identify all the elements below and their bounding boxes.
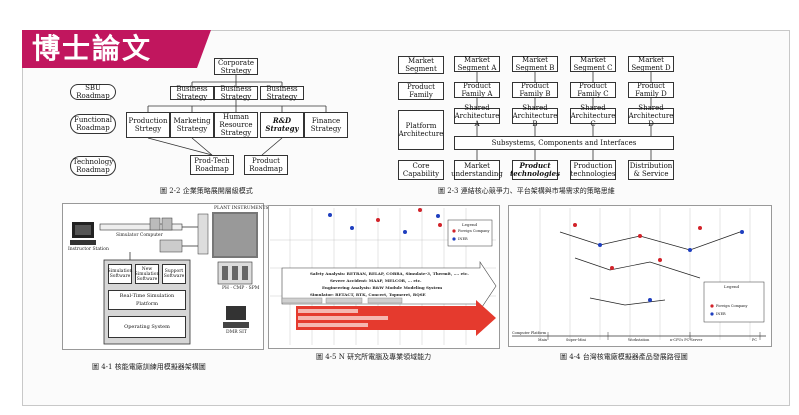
fig45-arrow-line-4: Simulator: RETACT, RTK, Concert, Topmere…: [310, 292, 426, 297]
fig44-panel: [508, 205, 772, 347]
fig41-operating-system: Operating System: [108, 316, 186, 338]
fig45-arrow-line-3: Engineering Analysis: B&W Module Modelin…: [322, 285, 443, 290]
fig41-caption: 圖 4-1 核能電廠訓練用模擬器架構圖: [92, 363, 206, 371]
fig23-core-capability-label: Core Capability: [398, 160, 444, 180]
fig44-axis-supermini: Super-Mini: [566, 338, 586, 342]
fig22-business-strategy-2: Business Strategy: [214, 85, 258, 101]
fig22-business-strategy-3: Business Strategy: [260, 85, 304, 101]
fig44-axis-server: n-CPUs PC Server: [670, 338, 703, 342]
fig44-computer-platform: Computer Platform: [512, 331, 547, 335]
fig23-family-a: Product Family A: [454, 82, 500, 98]
fig23-family-d: Product Family D: [628, 82, 674, 98]
fig22-functional-roadmap: Functional Roadmap: [70, 114, 116, 134]
fig41-simulator-computer: Simulator Computer: [116, 233, 163, 238]
fig23-capability-production: Production technologies: [570, 160, 616, 180]
fig22-caption: 圖 2-2 企業策略展開層級模式: [160, 187, 253, 195]
fig45-arrow-line-1: Safety Analysis: RETRAN, RELAP, COBRA, S…: [310, 271, 469, 276]
fig23-segment-c: Market Segment C: [570, 56, 616, 72]
fig44-axis-main: Main: [538, 338, 548, 342]
fig44-axis-pc: PC: [752, 338, 758, 342]
fig22-finance-strategy: Finance Strategy: [304, 112, 348, 138]
fig22-product-roadmap: Product Roadmap: [244, 155, 288, 175]
fig41-dmr-sit: DMR SIT: [226, 330, 247, 335]
fig44-axis-workstation: Workstation: [628, 338, 650, 342]
fig45-legend-foreign: Foreign Company: [458, 229, 490, 233]
fig22-business-strategy-1: Business Strategy: [170, 85, 214, 101]
fig45-arrow-line-2: Severe Accident: MAAP, MELCOR, ... etc.: [330, 278, 422, 283]
fig23-shared-b: Shared Architecture B: [512, 104, 558, 128]
fig41-realtime-platform: Real-Time Simulation Platform: [108, 290, 186, 310]
fig44-caption: 圖 4-4 台灣核電廠模擬器產品發展路徑圖: [560, 353, 688, 361]
fig22-prodtech-roadmap: Prod-Tech Roadmap: [190, 155, 234, 175]
fig41-simulation-software: Simulation Software: [108, 264, 132, 284]
fig23-capability-market: Market understanding: [451, 160, 503, 180]
fig23-segment-d: Market Segment D: [628, 56, 674, 72]
fig23-subsystems: Subsystems, Components and Interfaces: [454, 136, 674, 150]
fig22-production-strategy: Production Strtegy: [126, 112, 170, 138]
fig44-legend-foreign: Foreign Company: [716, 304, 748, 308]
fig23-caption: 圖 2-3 連結核心競爭力、平台架構與市場需求的策略思維: [438, 187, 615, 195]
fig41-support-software: Support Software: [162, 264, 186, 284]
doctoral-thesis-badge: 博士論文: [22, 30, 211, 68]
fig23-segment-a: Market Segment A: [454, 56, 500, 72]
fig41-instructor-station: Instructor Station: [68, 247, 109, 252]
fig22-hr-strategy: Human Resource Strategy: [214, 112, 258, 138]
fig45-legend-title: Legend: [462, 222, 478, 227]
fig41-new-simulation-software: New Simulation Software: [135, 264, 159, 284]
fig22-sbu-roadmap: SBU Roadmap: [70, 84, 116, 100]
fig23-shared-d: Shared Architecture D: [628, 104, 674, 128]
fig22-technology-roadmap: Technology Roadmap: [70, 156, 116, 176]
fig22-marketing-strategy: Marketing Strategy: [170, 112, 214, 138]
fig23-family-c: Product Family C: [570, 82, 616, 98]
fig23-capability-product: Product technologies: [509, 160, 561, 180]
fig22-corporate-strategy: Corporate Strategy: [214, 58, 258, 75]
fig41-plant-instruments: PLANT INSTRUMENTS: [214, 206, 269, 211]
fig23-segment-b: Market Segment B: [512, 56, 558, 72]
fig23-capability-distribution: Distribution & Service: [628, 160, 674, 180]
fig23-family-b: Product Family B: [512, 82, 558, 98]
fig44-legend-title: Legend: [724, 284, 740, 289]
fig44-legend-iner: INER: [716, 312, 726, 316]
fig45-caption: 圖 4-5 N 研究所電腦及專業領域能力: [316, 353, 432, 361]
fig22-rd-strategy: R&D Strategy: [260, 112, 304, 138]
fig23-market-segment-label: Market Segment: [398, 56, 444, 74]
fig23-platform-architecture-label: Platform Architecture: [398, 110, 444, 150]
fig23-product-family-label: Product Family: [398, 82, 444, 100]
fig45-legend-iner: INER: [458, 237, 468, 241]
fig41-ph-cmp-spm: PH · CMP · SPM: [222, 286, 260, 291]
